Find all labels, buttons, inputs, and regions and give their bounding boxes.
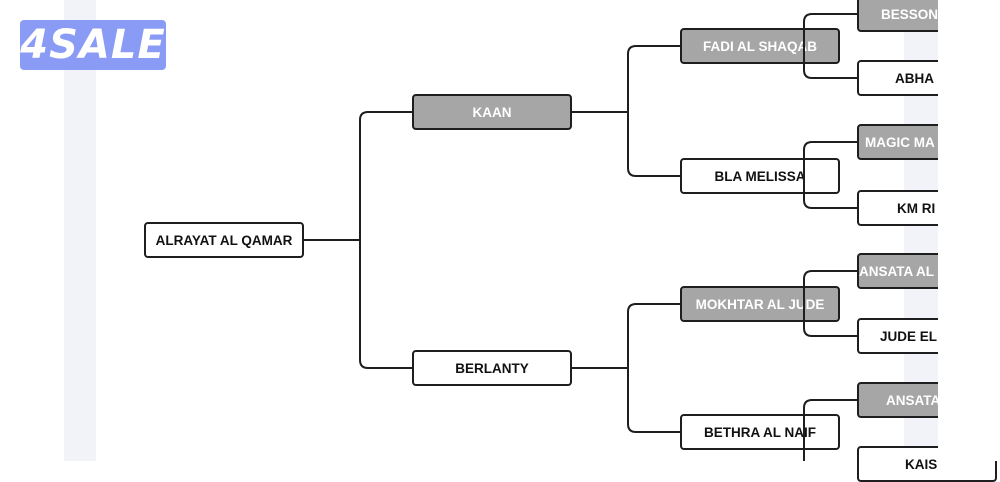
node-dam-sire-label: MOKHTAR AL JUDE: [695, 296, 825, 312]
connector-dam: [572, 303, 680, 433]
connector-g3-a: [803, 13, 857, 79]
node-dam-label: BERLANTY: [455, 360, 529, 376]
node-sire-dam[interactable]: BLA MELISSA: [680, 158, 840, 194]
connector-sire: [572, 45, 680, 177]
node-dam-dam[interactable]: BETHRA AL NAIF: [680, 414, 840, 450]
node-ggen-7-label: ANSATA: [886, 392, 941, 408]
watermark-logo: 4SALE: [20, 20, 166, 70]
node-dam-sire[interactable]: MOKHTAR AL JUDE: [680, 286, 840, 322]
node-ggen-8-label: KAIS: [905, 457, 938, 472]
connector-g3-b: [803, 141, 857, 209]
node-ggen-4-label: KM RI: [897, 200, 936, 216]
node-sire-sire[interactable]: FADI AL SHAQAB: [680, 28, 840, 64]
node-dam[interactable]: BERLANTY: [412, 350, 572, 386]
node-sire[interactable]: KAAN: [412, 94, 572, 130]
node-ggen-2-label: ABHA: [895, 70, 934, 86]
node-ggen-1-label: BESSON: [881, 6, 939, 22]
node-dam-dam-label: BETHRA AL NAIF: [704, 424, 816, 440]
node-sire-dam-label: BLA MELISSA: [714, 168, 806, 184]
node-root[interactable]: ALRAYAT AL QAMAR: [144, 222, 304, 258]
node-sire-sire-label: FADI AL SHAQAB: [702, 38, 817, 54]
node-ggen-6-label: JUDE EL: [880, 328, 938, 344]
left-margin-stripe: [64, 0, 96, 461]
node-ggen-5-label: ANSATA AL: [859, 263, 934, 279]
connector-root: [304, 111, 412, 369]
node-root-label: ALRAYAT AL QAMAR: [155, 232, 293, 248]
node-ggen-3-label: MAGIC MA: [865, 134, 935, 150]
right-white-margin: [938, 0, 1000, 461]
connector-g3-c: [803, 270, 857, 337]
watermark-text: 4SALE: [20, 22, 166, 68]
node-sire-label: KAAN: [472, 104, 512, 120]
pedigree-connectors: [304, 13, 857, 461]
